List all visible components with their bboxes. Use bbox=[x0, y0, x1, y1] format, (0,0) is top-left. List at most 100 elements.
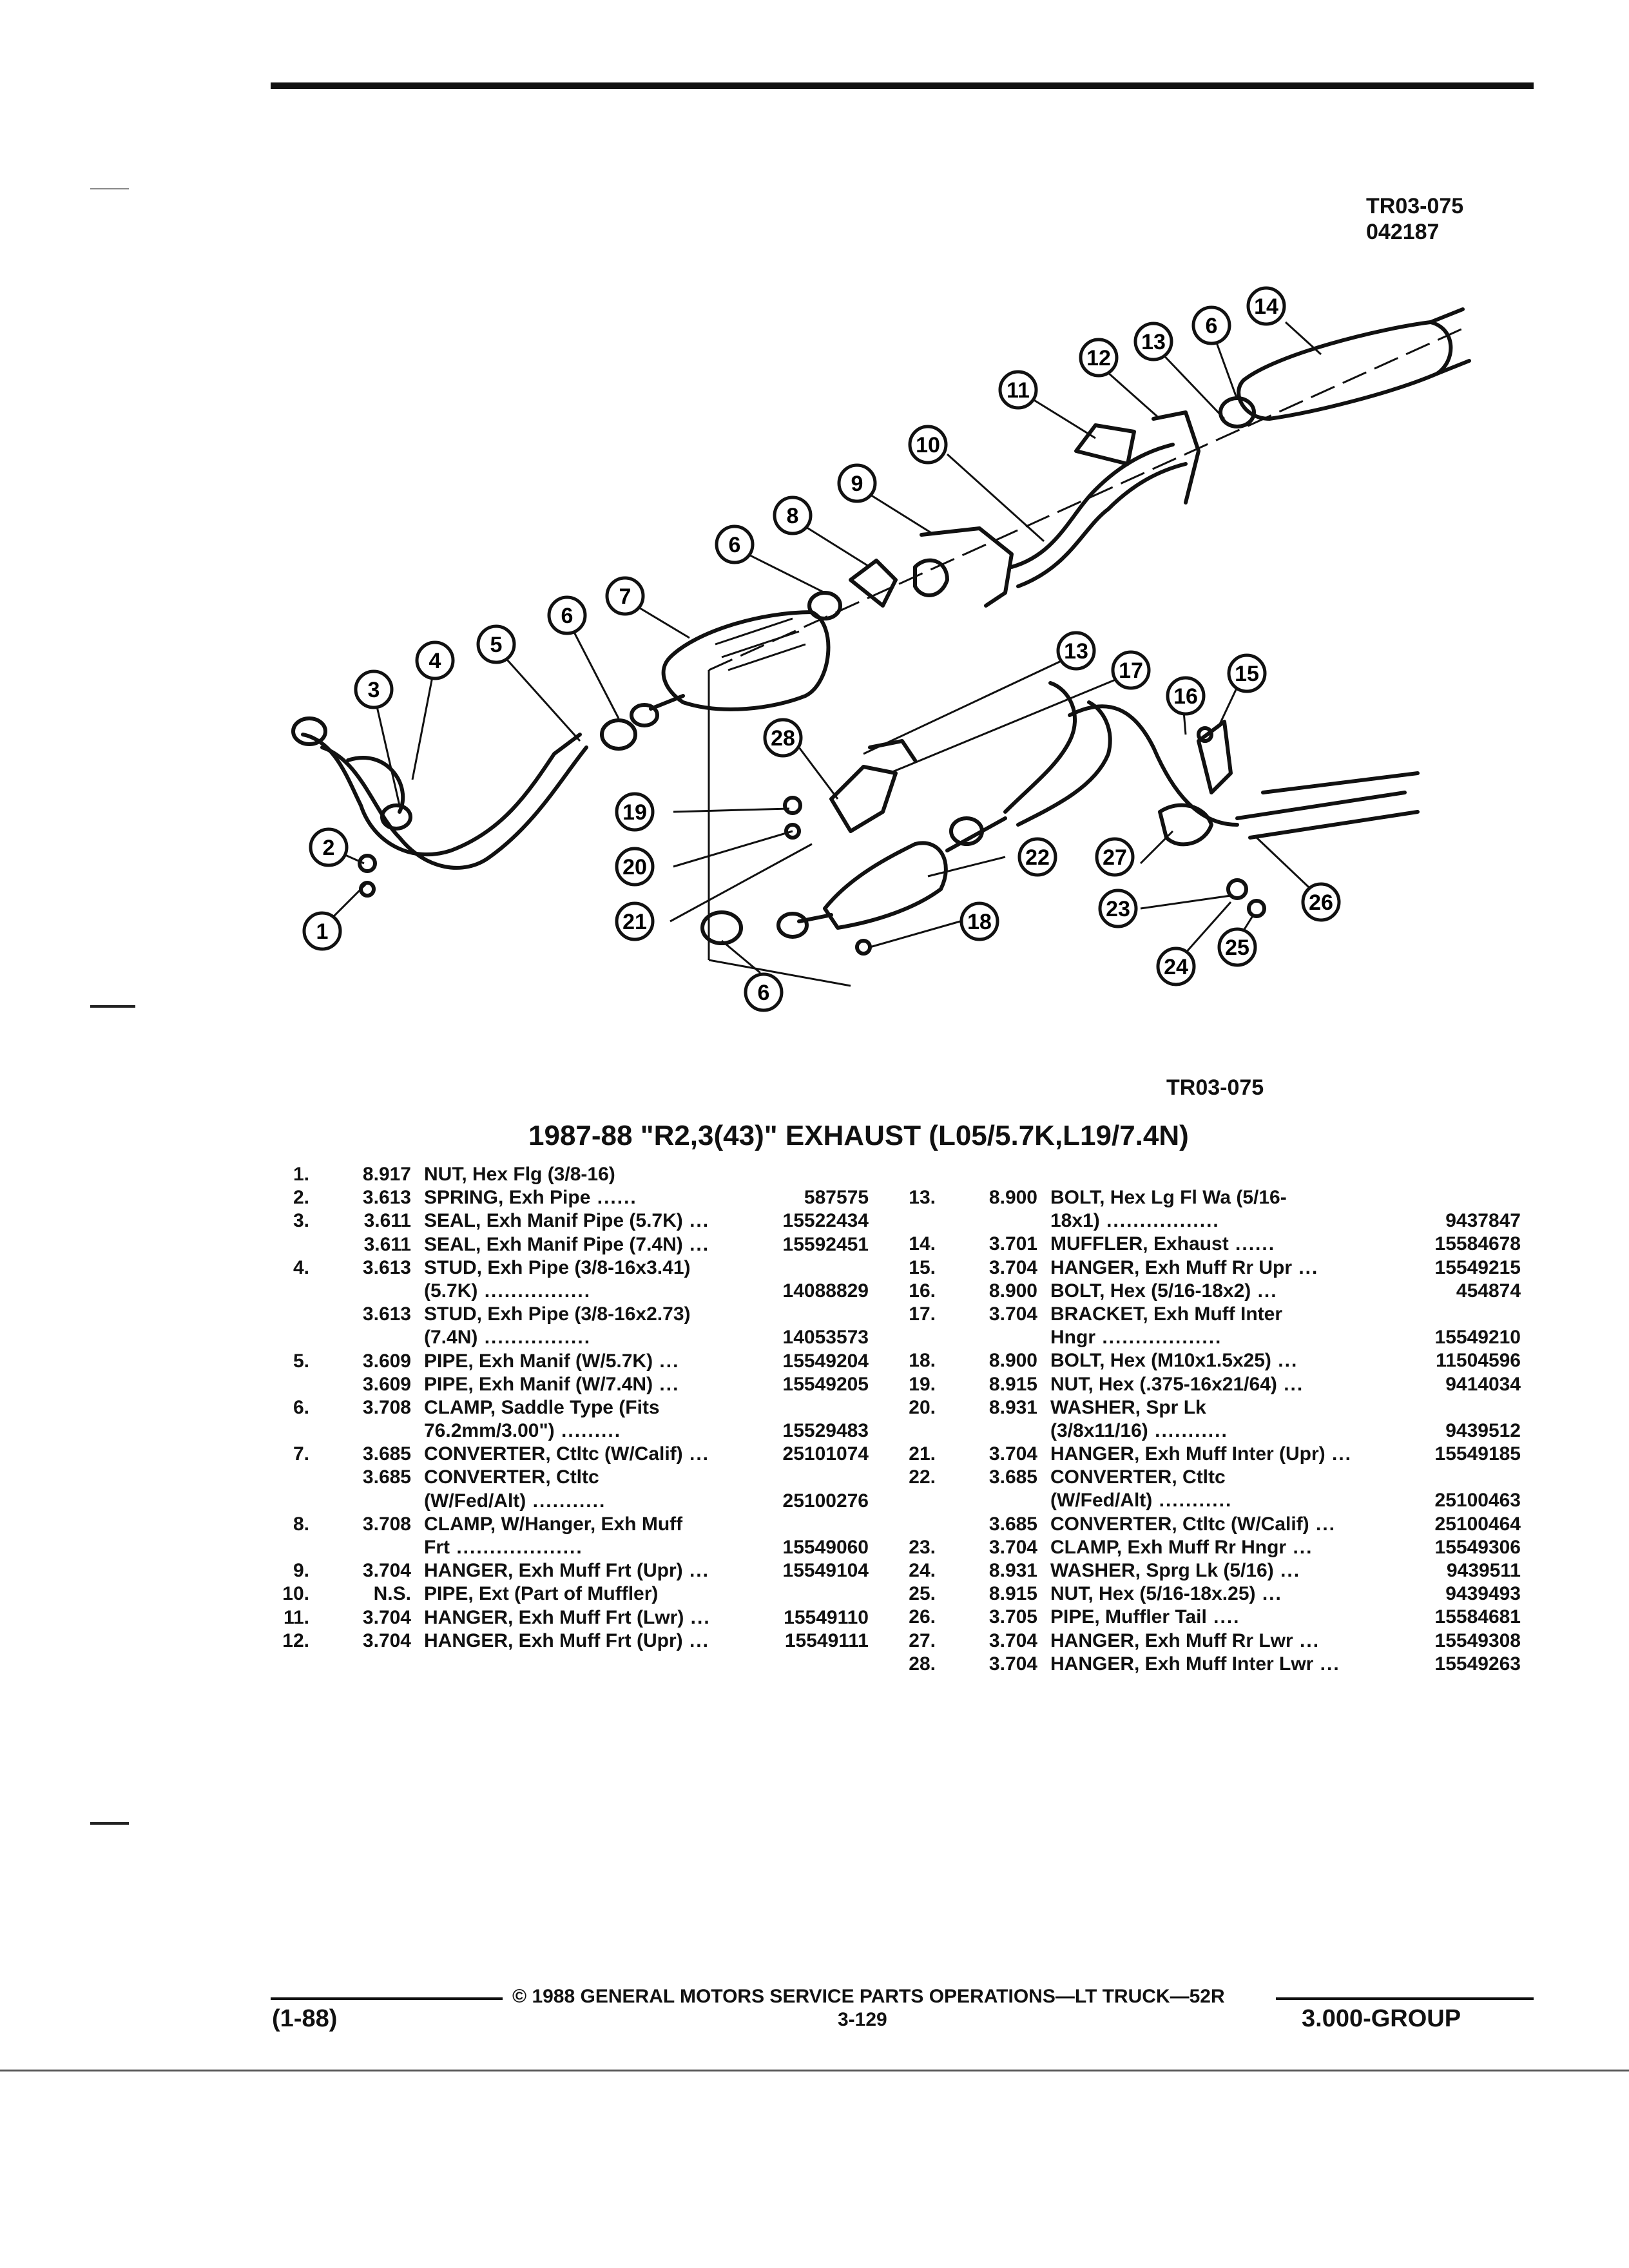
diagram-code-id: TR03-075 bbox=[1366, 194, 1464, 218]
part-detail: 76.2mm/3.00") bbox=[424, 1420, 555, 1442]
callout-19: 19 bbox=[615, 792, 655, 832]
callout-1: 1 bbox=[302, 911, 342, 951]
dot-leader: ...... bbox=[590, 1187, 637, 1209]
part-detail: (5.7K) bbox=[424, 1280, 478, 1302]
callout-21: 21 bbox=[615, 901, 655, 941]
part-number: 25100276 bbox=[782, 1490, 869, 1512]
part-description: BOLT, Hex Lg Fl Wa (5/16- bbox=[1050, 1186, 1287, 1209]
dot-leader: .... bbox=[1206, 1606, 1240, 1628]
callout-8: 8 bbox=[773, 495, 813, 535]
scan-edge-line bbox=[0, 2070, 1629, 2071]
svg-text:14: 14 bbox=[1254, 294, 1278, 319]
part-number: 15584678 bbox=[1434, 1233, 1521, 1255]
part-description: CLAMP, W/Hanger, Exh Muff bbox=[424, 1513, 682, 1536]
part-detail: (7.4N) bbox=[424, 1327, 478, 1349]
item-number: 23. bbox=[909, 1536, 936, 1558]
item-number: 24. bbox=[909, 1560, 936, 1581]
dot-leader: ... bbox=[1277, 1373, 1304, 1395]
svg-text:12: 12 bbox=[1086, 346, 1111, 370]
dot-leader: ... bbox=[653, 1350, 680, 1372]
part-name: HANGER, bbox=[424, 1560, 514, 1582]
callout-26: 26 bbox=[1301, 882, 1341, 922]
item-number: 17. bbox=[909, 1303, 936, 1325]
item-number: 4. bbox=[293, 1256, 309, 1278]
footer-rule-right bbox=[1276, 1997, 1534, 2000]
part-number: 15549210 bbox=[1434, 1327, 1521, 1349]
group-number: 8.917 bbox=[362, 1164, 411, 1185]
scan-mark bbox=[90, 1822, 129, 1825]
part-name: HANGER, bbox=[424, 1629, 514, 1651]
dot-leader: ... bbox=[1325, 1443, 1352, 1465]
part-description: STUD, Exh Pipe (3/8-16x2.73) bbox=[424, 1303, 691, 1326]
part-name: BOLT, bbox=[1050, 1280, 1105, 1302]
dot-leader: ... bbox=[682, 1560, 709, 1582]
part-number: 9439511 bbox=[1446, 1560, 1521, 1581]
item-number: 19. bbox=[909, 1373, 936, 1395]
part-detail: Exh Pipe bbox=[503, 1187, 591, 1209]
part-description: CONVERTER, Ctltc bbox=[1050, 1466, 1226, 1489]
dot-leader: ... bbox=[653, 1373, 680, 1395]
part-name: CONVERTER, bbox=[1050, 1513, 1177, 1535]
dot-leader: ... bbox=[1292, 1256, 1319, 1278]
svg-text:15: 15 bbox=[1235, 662, 1259, 686]
part-detail: Exh Muff Frt (Upr) bbox=[513, 1560, 683, 1582]
part-detail: Spr Lk bbox=[1141, 1396, 1206, 1418]
group-number: 3.704 bbox=[362, 1606, 411, 1628]
part-detail: Ctltc bbox=[1177, 1466, 1226, 1488]
part-description: PIPE, Muffler Tail .... bbox=[1050, 1606, 1240, 1629]
dot-leader: ... bbox=[1271, 1350, 1298, 1372]
part-description: 76.2mm/3.00") ......... bbox=[424, 1419, 621, 1443]
part-detail: Sprg Lk (5/16) bbox=[1141, 1560, 1274, 1581]
group-number: 3.609 bbox=[362, 1373, 411, 1395]
part-name: SPRING, bbox=[424, 1187, 504, 1209]
dot-leader: ... bbox=[682, 1443, 710, 1465]
part-detail: Exh Manif (W/7.4N) bbox=[473, 1373, 653, 1395]
part-number: 14088829 bbox=[782, 1280, 869, 1302]
callout-13b: 13 bbox=[1056, 631, 1096, 671]
part-detail: (3/8x11/16) bbox=[1050, 1419, 1148, 1441]
item-number: 15. bbox=[909, 1256, 936, 1278]
svg-text:20: 20 bbox=[622, 855, 647, 879]
part-detail: Exh Muff Frt (Upr) bbox=[513, 1629, 683, 1651]
svg-text:25: 25 bbox=[1225, 936, 1249, 960]
group-number: 3.611 bbox=[363, 1210, 411, 1232]
part-detail: Hngr bbox=[1050, 1327, 1095, 1349]
part-description: HANGER, Exh Muff Frt (Lwr) ... bbox=[424, 1606, 711, 1629]
group-number: 3.704 bbox=[362, 1560, 411, 1582]
part-name: HANGER, bbox=[424, 1606, 514, 1628]
item-number: 12. bbox=[282, 1629, 309, 1651]
callout-7: 7 bbox=[605, 576, 645, 616]
part-detail: Exh Muff Inter Lwr bbox=[1139, 1653, 1314, 1675]
part-number: 15549205 bbox=[782, 1373, 869, 1395]
exhaust-exploded-diagram: 1 2 3 4 5 6 6 6 6 7 8 9 10 11 12 13 13 1… bbox=[291, 286, 1471, 1012]
part-detail: Ctltc bbox=[550, 1466, 599, 1488]
svg-text:5: 5 bbox=[490, 633, 503, 657]
item-number: 21. bbox=[909, 1443, 936, 1465]
parts-list-row: 9439512(3/8x11/16) ........... bbox=[896, 1419, 1521, 1443]
svg-text:13: 13 bbox=[1141, 330, 1166, 354]
part-detail: Exh Muff Frt (Lwr) bbox=[513, 1606, 684, 1628]
part-description: (3/8x11/16) ........... bbox=[1050, 1419, 1228, 1443]
part-detail: Hex Flg (3/8-16) bbox=[467, 1164, 615, 1185]
part-name: NUT, bbox=[424, 1164, 467, 1185]
part-number: 15549111 bbox=[784, 1629, 869, 1651]
part-number: 15549215 bbox=[1434, 1256, 1521, 1278]
part-detail: Exh Muff Inter bbox=[1148, 1303, 1283, 1325]
group-number: 8.900 bbox=[988, 1350, 1037, 1372]
svg-text:6: 6 bbox=[758, 981, 770, 1005]
footer-page-number: 3-129 bbox=[838, 2009, 887, 2030]
diagram-code-date: 042187 bbox=[1366, 220, 1440, 244]
item-number: 18. bbox=[909, 1350, 936, 1372]
part-number: 15549104 bbox=[782, 1560, 869, 1582]
part-description: CLAMP, Saddle Type (Fits bbox=[424, 1396, 660, 1419]
item-number: 11. bbox=[283, 1606, 309, 1628]
